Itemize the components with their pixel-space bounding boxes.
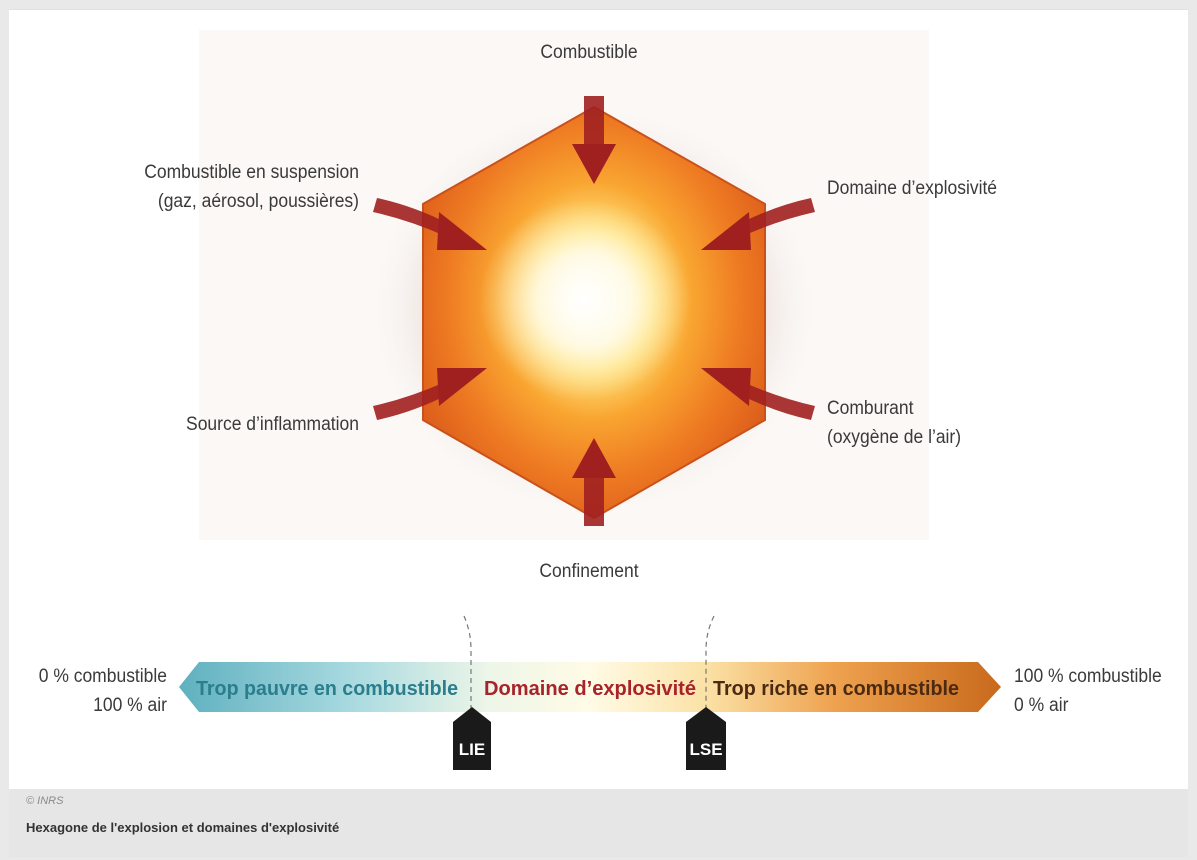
explosion-flash bbox=[479, 200, 689, 400]
marker-lse: LSE bbox=[686, 707, 726, 770]
arrow-upper-left bbox=[373, 198, 487, 250]
label-combustible: Combustible bbox=[540, 42, 638, 63]
arrow-lower-left bbox=[373, 368, 487, 420]
zone-explosive-label: Domaine d’explosivité bbox=[484, 678, 696, 700]
concentration-band bbox=[179, 662, 1001, 712]
scale-right-label: 100 % combustible 0 % air bbox=[1014, 666, 1162, 716]
explosion-diagram: LIE LSE Trop pauvre en combustible Domai… bbox=[179, 30, 1001, 770]
arrows-group bbox=[373, 96, 815, 526]
zone-rich-label: Trop riche en combustible bbox=[713, 678, 959, 700]
arrow-upper-right bbox=[701, 198, 815, 250]
lie-boundary-line bbox=[463, 615, 472, 710]
label-confinement: Confinement bbox=[539, 561, 639, 582]
label-domaine-explosivite: Domaine d’explosivité bbox=[827, 178, 998, 199]
figure-caption: © INRS Hexagone de l'explosion et domain… bbox=[9, 789, 1188, 857]
label-comburant: Comburant (oxygène de l’air) bbox=[827, 398, 962, 448]
scale-left-label: 0 % combustible 100 % air bbox=[38, 666, 168, 716]
arrow-lower-right bbox=[701, 368, 815, 420]
marker-lie: LIE bbox=[453, 707, 491, 770]
caption-title: Hexagone de l'explosion et domaines d'ex… bbox=[26, 820, 340, 835]
explosion-figure: LIE LSE Trop pauvre en combustible Domai… bbox=[9, 9, 1188, 790]
lse-boundary-line bbox=[705, 615, 715, 710]
zone-lean-label: Trop pauvre en combustible bbox=[196, 678, 458, 700]
caption-credit: © INRS bbox=[26, 795, 64, 807]
label-combustible-suspension: Combustible en suspension (gaz, aérosol,… bbox=[144, 162, 359, 212]
arrow-bottom bbox=[572, 438, 616, 526]
marker-lie-label: LIE bbox=[459, 740, 485, 759]
marker-lse-label: LSE bbox=[689, 740, 722, 759]
label-source-inflammation: Source d’inflammation bbox=[186, 414, 359, 435]
arrow-top bbox=[572, 96, 616, 184]
